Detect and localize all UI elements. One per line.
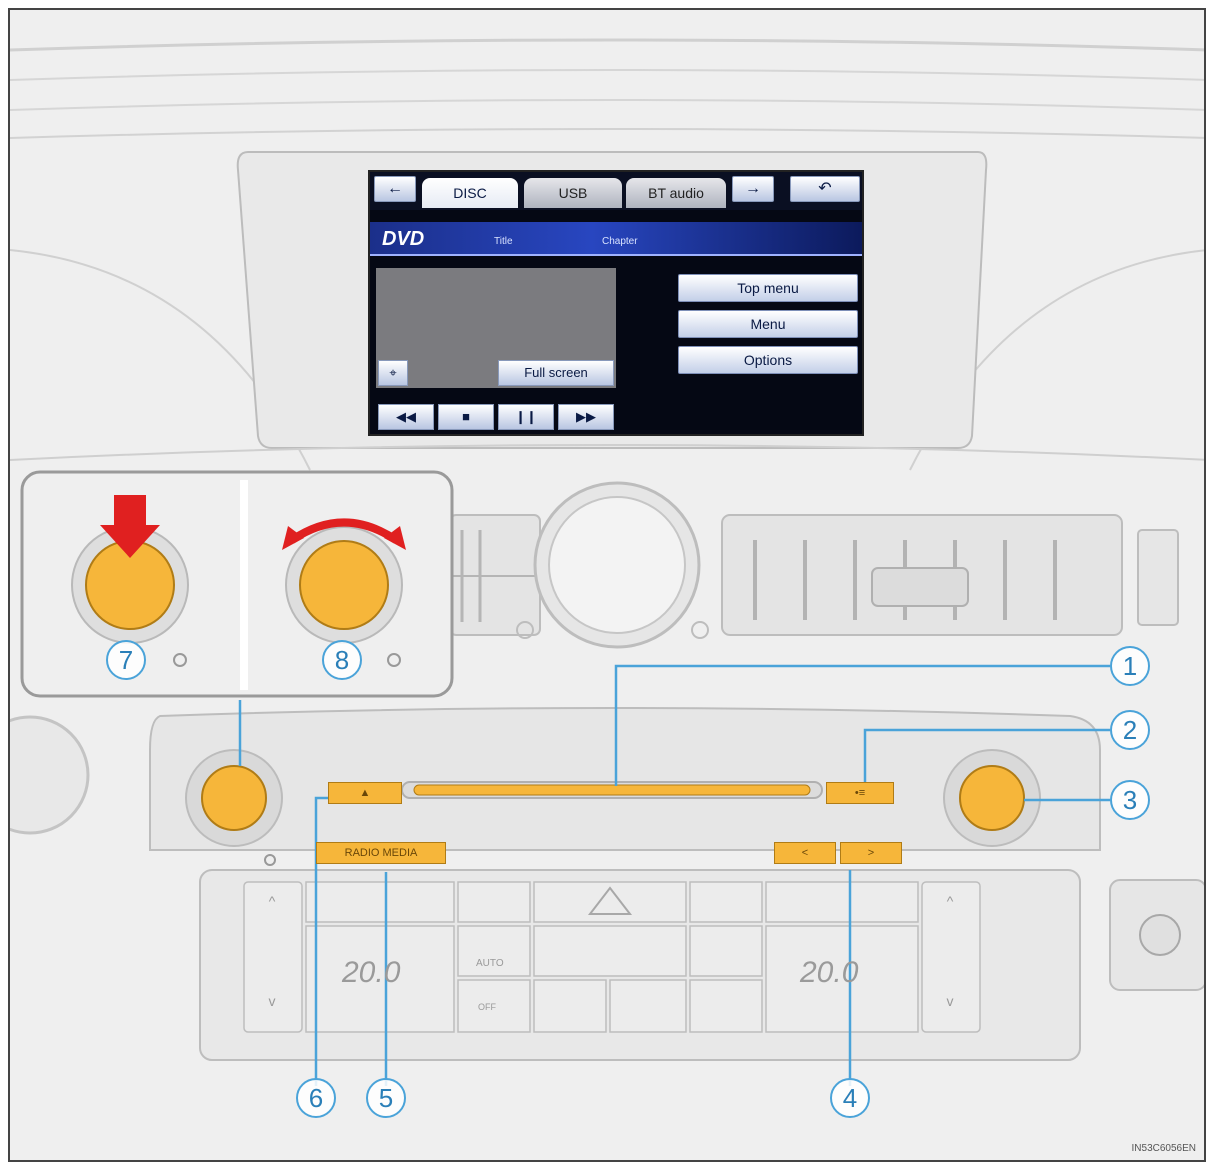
eject-button[interactable]: ▲	[328, 782, 402, 804]
callout-3: 3	[1110, 780, 1150, 820]
pause-icon[interactable]: ❙❙	[498, 404, 554, 430]
source-tab-bar: ← DISC USB BT audio → ↶	[370, 172, 862, 210]
stop-icon[interactable]: ■	[438, 404, 494, 430]
svg-text:v: v	[269, 993, 276, 1009]
tab-usb[interactable]: USB	[524, 178, 622, 208]
left-temperature: 20.0	[342, 956, 401, 989]
fast-forward-icon[interactable]: ▶▶	[558, 404, 614, 430]
title-label: Title	[494, 236, 513, 247]
figure-code: IN53C6056EN	[1131, 1143, 1196, 1154]
tab-disc[interactable]: DISC	[422, 178, 518, 208]
svg-text:^: ^	[269, 893, 276, 909]
resize-icon[interactable]: ⌖	[378, 360, 408, 386]
top-menu-button[interactable]: Top menu	[678, 274, 858, 302]
source-name: DVD	[382, 228, 425, 250]
chapter-label: Chapter	[602, 236, 638, 247]
svg-text:v: v	[947, 993, 954, 1009]
callout-2: 2	[1110, 710, 1150, 750]
full-screen-button[interactable]: Full screen	[498, 360, 614, 386]
back-icon[interactable]: ↶	[790, 176, 860, 202]
callout-4: 4	[830, 1078, 870, 1118]
seek-right-button[interactable]: >	[840, 842, 902, 864]
right-temperature: 20.0	[800, 956, 859, 989]
radio-media-button[interactable]: RADIO MEDIA	[316, 842, 446, 864]
auto-label: AUTO	[476, 958, 504, 969]
source-info-bar: DVD Title Chapter	[370, 222, 862, 256]
svg-text:^: ^	[947, 893, 954, 909]
callout-8: 8	[322, 640, 362, 680]
callout-6: 6	[296, 1078, 336, 1118]
right-arrow-icon[interactable]: →	[732, 176, 774, 202]
diagram-frame: ^ ^ v v ← DI	[8, 8, 1206, 1162]
callout-7: 7	[106, 640, 146, 680]
disc-load-button[interactable]: •≡	[826, 782, 894, 804]
tab-bt-audio[interactable]: BT audio	[626, 178, 726, 208]
rewind-icon[interactable]: ◀◀	[378, 404, 434, 430]
callout-5: 5	[366, 1078, 406, 1118]
menu-button[interactable]: Menu	[678, 310, 858, 338]
display-screen: ← DISC USB BT audio → ↶ DVD Title Chapte…	[368, 170, 864, 436]
options-button[interactable]: Options	[678, 346, 858, 374]
callout-1: 1	[1110, 646, 1150, 686]
left-arrow-icon[interactable]: ←	[374, 176, 416, 202]
seek-left-button[interactable]: <	[774, 842, 836, 864]
off-label: OFF	[478, 1002, 496, 1012]
